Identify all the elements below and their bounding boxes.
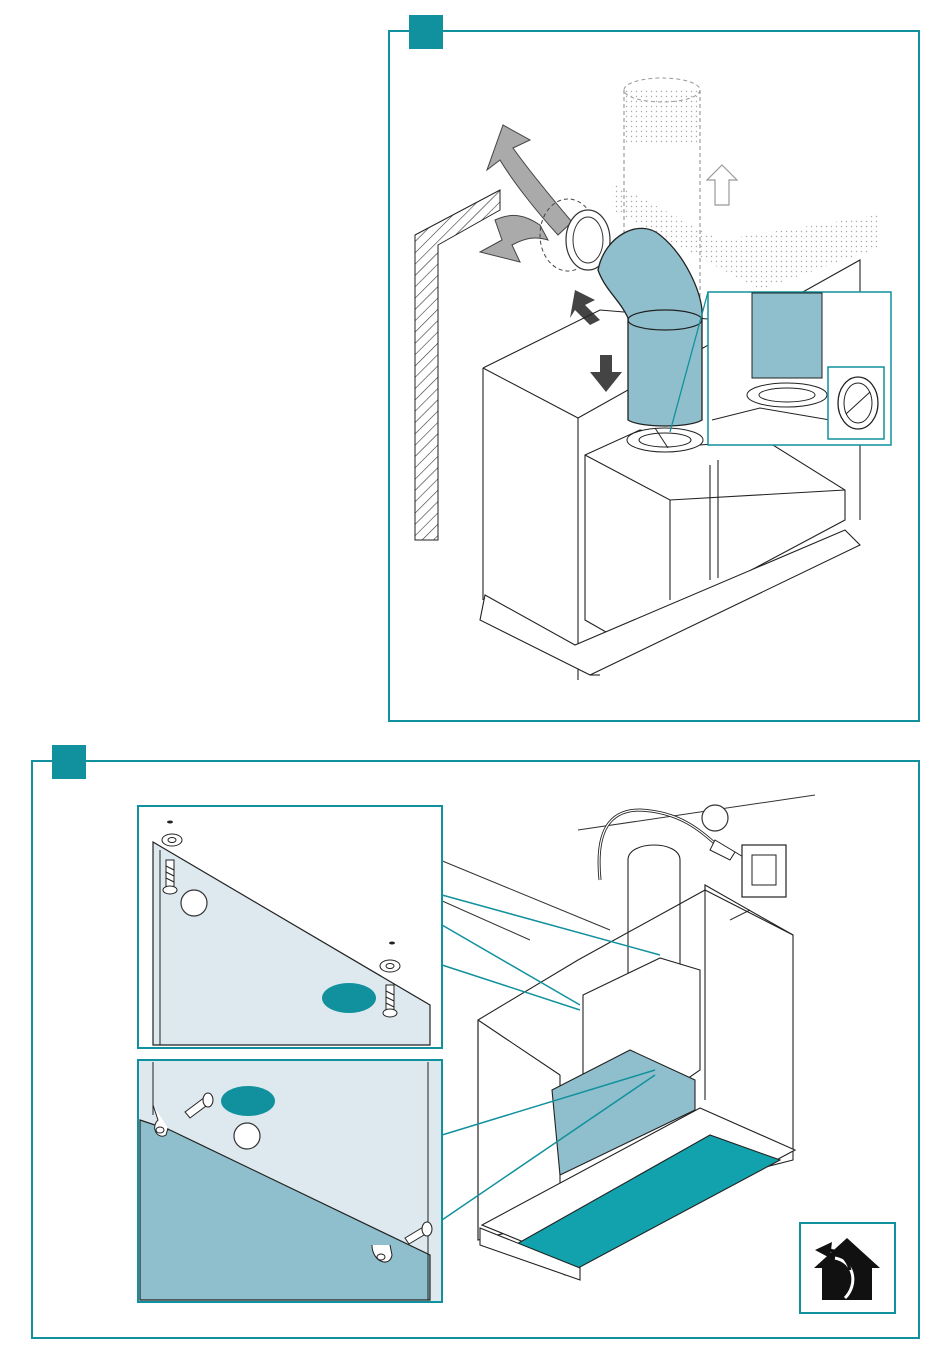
house-outside-venting-icon (800, 1223, 895, 1313)
detail-box-1 (138, 806, 442, 1048)
zoom-detail (670, 292, 891, 445)
arrow-up-icon (707, 165, 737, 205)
arrow-down-icon (570, 290, 622, 392)
wall-section (415, 190, 500, 540)
elbow-duct (598, 228, 703, 452)
power-plug-icon (599, 805, 786, 897)
detail-box-2 (138, 1060, 442, 1302)
cabinet-hood (478, 845, 795, 1280)
